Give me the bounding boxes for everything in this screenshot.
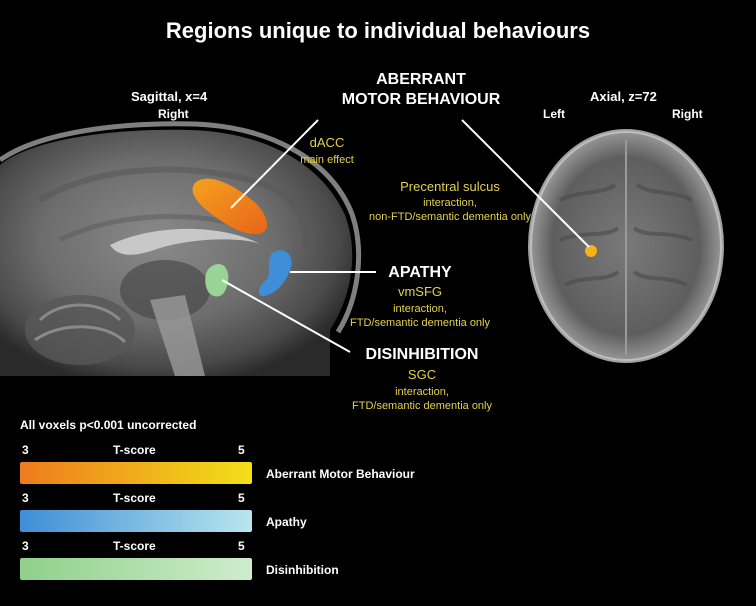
precentral-sulcus-label: Precentral sulcus [400,179,500,194]
disinhibition-activation [205,263,229,297]
dacc-label: dACC [309,135,345,150]
axial-brain-image [528,129,724,363]
figure-title: Regions unique to individual behaviours [165,18,591,43]
sagittal-right-label: Right [158,107,189,121]
scale1-label: T-score [113,443,156,457]
apathy-note-line2: FTD/semantic dementia only [350,317,490,329]
precentral-note-line1: interaction, [423,197,477,209]
aberrant-colorbar [20,462,252,484]
vmsfg-label: vmSFG [397,284,443,299]
precentral-note-line2: non-FTD/semantic dementia only [368,211,531,223]
disinhibition-note-line2: FTD/semantic dementia only [352,400,492,412]
disinhibition-legend-label: Disinhibition [266,563,339,577]
axial-right-label: Right [672,107,703,121]
apathy-note: interaction, FTD/semantic dementia only [340,302,500,330]
scale3-max: 5 [238,539,245,553]
disinhibition-note-line1: interaction, [395,386,449,398]
dacc-note: main effect [300,154,354,166]
axial-view-label: Axial, z=72 [590,89,657,104]
sagittal-brain-image [0,121,362,376]
aberrant-axial-connector-line [461,119,590,248]
aberrant-connector-line [230,119,319,209]
apathy-heading: APATHY [388,264,452,281]
scale3-label: T-score [113,539,156,553]
disinhibition-heading: DISINHIBITION [365,346,479,363]
disinhibition-note: interaction, FTD/semantic dementia only [342,385,502,413]
precentral-note: interaction, non-FTD/semantic dementia o… [350,196,550,224]
sgc-label: SGC [407,367,437,382]
scale2-max: 5 [238,491,245,505]
axial-left-label: Left [543,107,565,121]
scale3-min: 3 [22,539,29,553]
precentral-activation [585,245,597,257]
disinhibition-connector-line [221,279,351,353]
scale2-min: 3 [22,491,29,505]
scale1-min: 3 [22,443,29,457]
disinhibition-colorbar [20,558,252,580]
apathy-note-line1: interaction, [393,303,447,315]
aberrant-motor-heading: ABERRANT MOTOR BEHAVIOUR [310,70,532,110]
apathy-colorbar [20,510,252,532]
aberrant-heading-line1: ABERRANT [376,71,466,88]
aberrant-heading-line2: MOTOR BEHAVIOUR [341,91,501,108]
legend-heading: All voxels p<0.001 uncorrected [20,418,197,432]
apathy-legend-label: Apathy [266,515,307,529]
aberrant-motor-activation [192,178,267,235]
sagittal-view-label: Sagittal, x=4 [131,89,208,104]
scale1-max: 5 [238,443,245,457]
scale2-label: T-score [113,491,156,505]
apathy-activation [258,250,292,297]
aberrant-legend-label: Aberrant Motor Behaviour [266,467,415,481]
